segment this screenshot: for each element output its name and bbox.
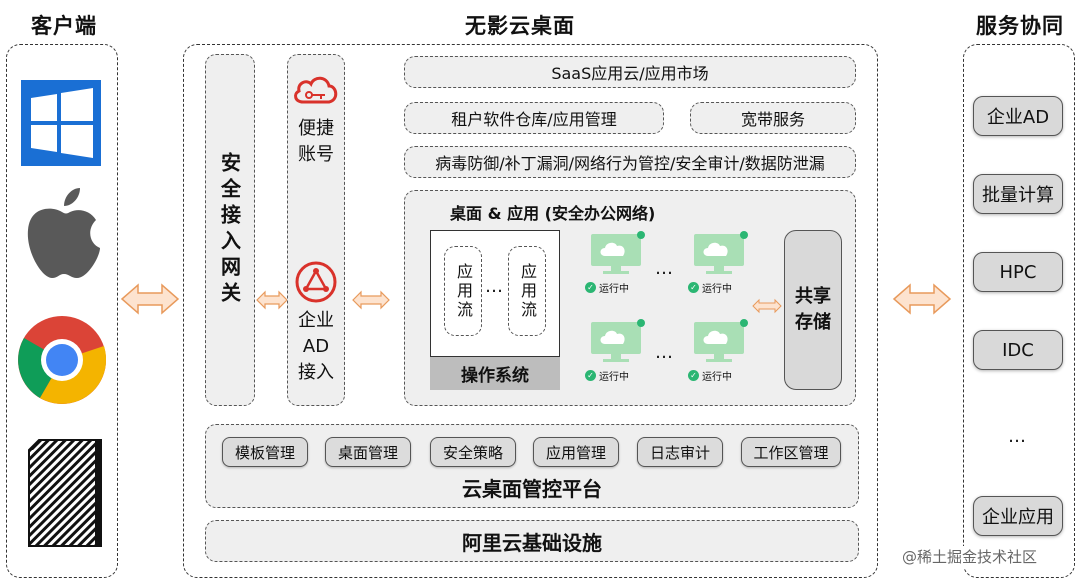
security-gateway: 安全接入网关 xyxy=(205,54,255,406)
monitor-3: ✓ 运行中 xyxy=(585,318,649,386)
app-stream-dots: … xyxy=(485,275,505,297)
apple-icon xyxy=(22,186,102,280)
security-gateway-label: 安全接入网关 xyxy=(217,152,242,308)
ad-access-label: 企业 AD 接入 xyxy=(298,310,334,383)
convenient-account-label: 便捷 账号 xyxy=(298,118,334,165)
app-stream-1: 应用流 xyxy=(444,246,482,336)
infra-row: 阿里云基础设施 xyxy=(205,520,859,562)
check-icon: ✓ xyxy=(688,370,699,381)
shared-storage: 共享存储 xyxy=(784,230,842,390)
ad-triangle-icon xyxy=(294,260,338,304)
desktop-app-title: 桌面 & 应用 (安全办公网络) xyxy=(450,204,656,223)
running-label-2: 运行中 xyxy=(702,284,732,295)
cloud-key-icon xyxy=(291,74,341,108)
running-status-3: ✓ 运行中 xyxy=(585,368,649,383)
mgmt-item-workspace[interactable]: 工作区管理 xyxy=(741,437,841,467)
running-label-4: 运行中 xyxy=(702,372,732,383)
monitor-icon xyxy=(591,319,645,362)
mgmt-item-desktop[interactable]: 桌面管理 xyxy=(325,437,411,467)
monitor-icon xyxy=(694,231,748,274)
running-status-2: ✓ 运行中 xyxy=(688,280,752,295)
app-stream-2: 应用流 xyxy=(508,246,546,336)
client-title: 客户端 xyxy=(31,14,97,38)
monitor-2: ✓ 运行中 xyxy=(688,230,752,298)
service-dots: … xyxy=(1008,425,1028,447)
mgmt-item-security-policy[interactable]: 安全策略 xyxy=(430,437,516,467)
check-icon: ✓ xyxy=(585,282,596,293)
service-hpc[interactable]: HPC xyxy=(973,252,1063,292)
service-title: 服务协同 xyxy=(976,14,1064,38)
watermark: @稀土掘金技术社区 xyxy=(902,546,1074,568)
check-icon: ✓ xyxy=(585,370,596,381)
shared-storage-label: 共享存储 xyxy=(795,286,831,333)
mgmt-item-template[interactable]: 模板管理 xyxy=(222,437,308,467)
double-arrow-storage xyxy=(752,298,782,314)
double-arrow-account xyxy=(352,290,390,310)
tenant-software-row: 租户软件仓库/应用管理 xyxy=(404,102,664,134)
double-arrow-service xyxy=(892,282,952,316)
monitor-icon xyxy=(694,319,748,362)
windows-icon xyxy=(21,80,101,166)
double-arrow-gateway xyxy=(256,290,288,310)
running-status-1: ✓ 运行中 xyxy=(585,280,649,295)
running-label-3: 运行中 xyxy=(599,372,629,383)
mgmt-item-app[interactable]: 应用管理 xyxy=(533,437,619,467)
os-label: 操作系统 xyxy=(430,356,560,390)
mgmt-platform-title: 云桌面管控平台 xyxy=(462,476,602,501)
security-row: 病毒防御/补丁漏洞/网络行为管控/安全审计/数据防泄漏 xyxy=(404,146,856,178)
monitor-dots-top: … xyxy=(655,257,675,279)
running-status-4: ✓ 运行中 xyxy=(688,368,752,383)
running-label-1: 运行中 xyxy=(599,284,629,295)
app-stream-2-label: 应用流 xyxy=(518,262,537,320)
monitor-icon xyxy=(591,231,645,274)
mgmt-item-log-audit[interactable]: 日志审计 xyxy=(637,437,723,467)
service-enterprise-app[interactable]: 企业应用 xyxy=(973,496,1063,536)
double-arrow-client xyxy=(120,282,180,316)
monitor-1: ✓ 运行中 xyxy=(585,230,649,298)
broadband-row: 宽带服务 xyxy=(690,102,856,134)
saas-market-row: SaaS应用云/应用市场 xyxy=(404,56,856,88)
app-stream-1-label: 应用流 xyxy=(454,262,473,320)
chrome-icon xyxy=(16,314,108,406)
account-panel xyxy=(287,54,345,406)
monitor-4: ✓ 运行中 xyxy=(688,318,752,386)
thin-client-icon xyxy=(25,436,105,550)
service-idc[interactable]: IDC xyxy=(973,330,1063,370)
check-icon: ✓ xyxy=(688,282,699,293)
service-enterprise-ad[interactable]: 企业AD xyxy=(973,96,1063,136)
service-batch-compute[interactable]: 批量计算 xyxy=(973,174,1063,214)
desktop-title: 无影云桌面 xyxy=(465,14,575,38)
monitor-dots-bottom: … xyxy=(655,341,675,363)
